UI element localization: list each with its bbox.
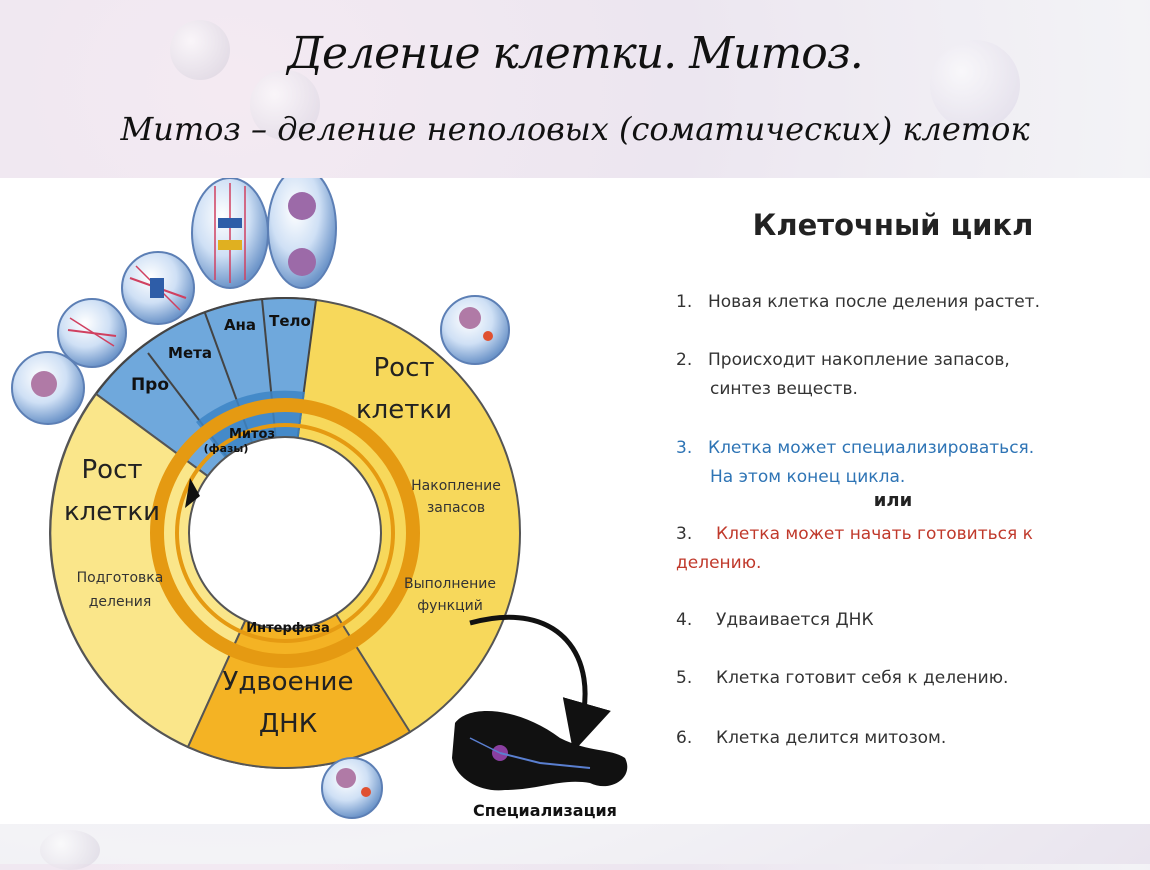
growth-right-line1: Рост [373, 353, 434, 383]
cell-cycle-figure: Про Мета Ана Тело Митоз (фазы) Рост клет… [0, 178, 636, 824]
item-number: 2. [676, 350, 693, 370]
item-text: Удваивается ДНК [716, 610, 874, 630]
item-number: 6. [676, 728, 693, 748]
phase-label-telo: Тело [269, 312, 311, 330]
interphase-label: Интерфаза [246, 621, 330, 636]
item-text-continued: На этом конец цикла. [710, 467, 906, 487]
item-number: 4. [676, 610, 693, 630]
item-number: 3. [676, 524, 693, 544]
preparation-line2: деления [89, 594, 152, 610]
item-text: Клетка готовит себя к делению. [716, 668, 1009, 688]
center-circle [188, 436, 382, 630]
list-item: 3. Клетка может начать готовиться к делен… [676, 520, 1116, 578]
slide-subtitle: Митоз – деление неполовых (соматических)… [120, 110, 1030, 148]
mitosis-label: Митоз [229, 427, 275, 442]
cell-image-anaphase [191, 178, 269, 289]
cell-image-prophase [11, 351, 85, 425]
item-text-continued: делению. [676, 553, 762, 573]
phase-label-pro: Про [131, 375, 169, 395]
item-number: 3. [676, 438, 693, 458]
neuron-icon [452, 711, 628, 791]
phase-label-ana: Ана [224, 316, 256, 334]
dna-doubling-segment [186, 530, 412, 769]
list-item: 6. Клетка делится митозом. [676, 724, 1116, 753]
background-bubble [250, 70, 320, 140]
accumulation-line2: запасов [427, 500, 485, 516]
cell-image-daughter-right [440, 295, 510, 365]
functions-line2: функций [417, 598, 483, 614]
dna-line2: ДНК [259, 709, 317, 739]
cell-image-prometaphase [57, 298, 127, 368]
functions-line1: Выполнение [404, 576, 496, 592]
list-item: 4. Удваивается ДНК [676, 606, 1116, 635]
growth-left-line2: клетки [64, 497, 160, 527]
panel-title: Клеточный цикл [752, 208, 1034, 242]
growth-right-line2: клетки [356, 395, 452, 425]
background-bubble [40, 830, 100, 870]
background-bubble [930, 40, 1020, 130]
item-text-continued: синтез веществ. [710, 379, 858, 399]
list-item: 5. Клетка готовит себя к делению. [676, 664, 1116, 693]
specialization-arrow [469, 614, 611, 753]
item-number: 5. [676, 668, 693, 688]
item-number: 1. [676, 292, 693, 312]
list-item: 3. Клетка может специализироваться. На эт… [676, 434, 1116, 492]
interphase-arrow-ring [175, 423, 395, 643]
cell-image-telophase [267, 178, 337, 289]
list-item: 1. Новая клетка после деления растет. [676, 288, 1116, 317]
item-text: Клетка может начать готовиться к [716, 524, 1033, 544]
cycle-arrow-icon [185, 478, 200, 508]
dna-line1: Удвоение [223, 667, 354, 697]
accumulation-line1: Накопление [411, 478, 501, 494]
item-text: Новая клетка после деления растет. [708, 292, 1040, 312]
interphase-ring [150, 398, 420, 668]
phase-label-meta: Мета [168, 344, 212, 362]
mitosis-sublabel: (фазы) [204, 442, 249, 455]
cell-cycle-diagram: Про Мета Ана Тело Митоз (фазы) Рост клет… [11, 178, 628, 820]
item-text: Клетка может специализироваться. [708, 438, 1035, 458]
list-item: 2. Происходит накопление запасов, синтез … [676, 346, 1116, 404]
cell-image-metaphase [121, 251, 195, 325]
cell-image-daughter-bottom [321, 757, 383, 819]
item-text: Происходит накопление запасов, [708, 350, 1010, 370]
item-text: Клетка делится митозом. [716, 728, 947, 748]
or-separator: или [873, 490, 913, 511]
growth-left-line1: Рост [81, 455, 142, 485]
specialization-label: Специализация [473, 801, 617, 820]
preparation-line1: Подготовка [77, 570, 164, 586]
background-bubble [170, 20, 230, 80]
slide-title: Деление клетки. Митоз. [287, 28, 863, 79]
cell-cycle-text-panel: Клеточный цикл 1. Новая клетка после деле… [636, 178, 1150, 824]
